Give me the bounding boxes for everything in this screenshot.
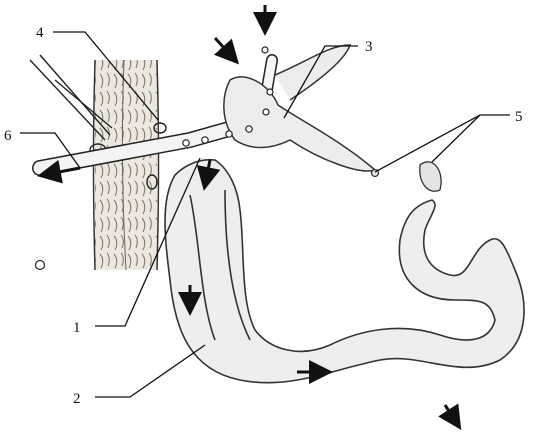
callout-2: 2 (73, 391, 81, 407)
arrow-out-bowel (445, 405, 458, 425)
callout-5: 5 (515, 109, 523, 125)
callout-3: 3 (365, 39, 373, 55)
intestine-loop (165, 160, 524, 383)
abdominal-wall (94, 60, 159, 270)
leader-2 (95, 345, 205, 397)
arrow-in-left (215, 38, 235, 60)
leader-5a (375, 115, 510, 172)
callout-4: 4 (36, 25, 44, 41)
leader-5b (432, 115, 480, 162)
bile-duct (224, 45, 375, 171)
callout-6: 6 (4, 128, 12, 144)
callout-1: 1 (73, 320, 81, 336)
papilla (372, 162, 442, 191)
